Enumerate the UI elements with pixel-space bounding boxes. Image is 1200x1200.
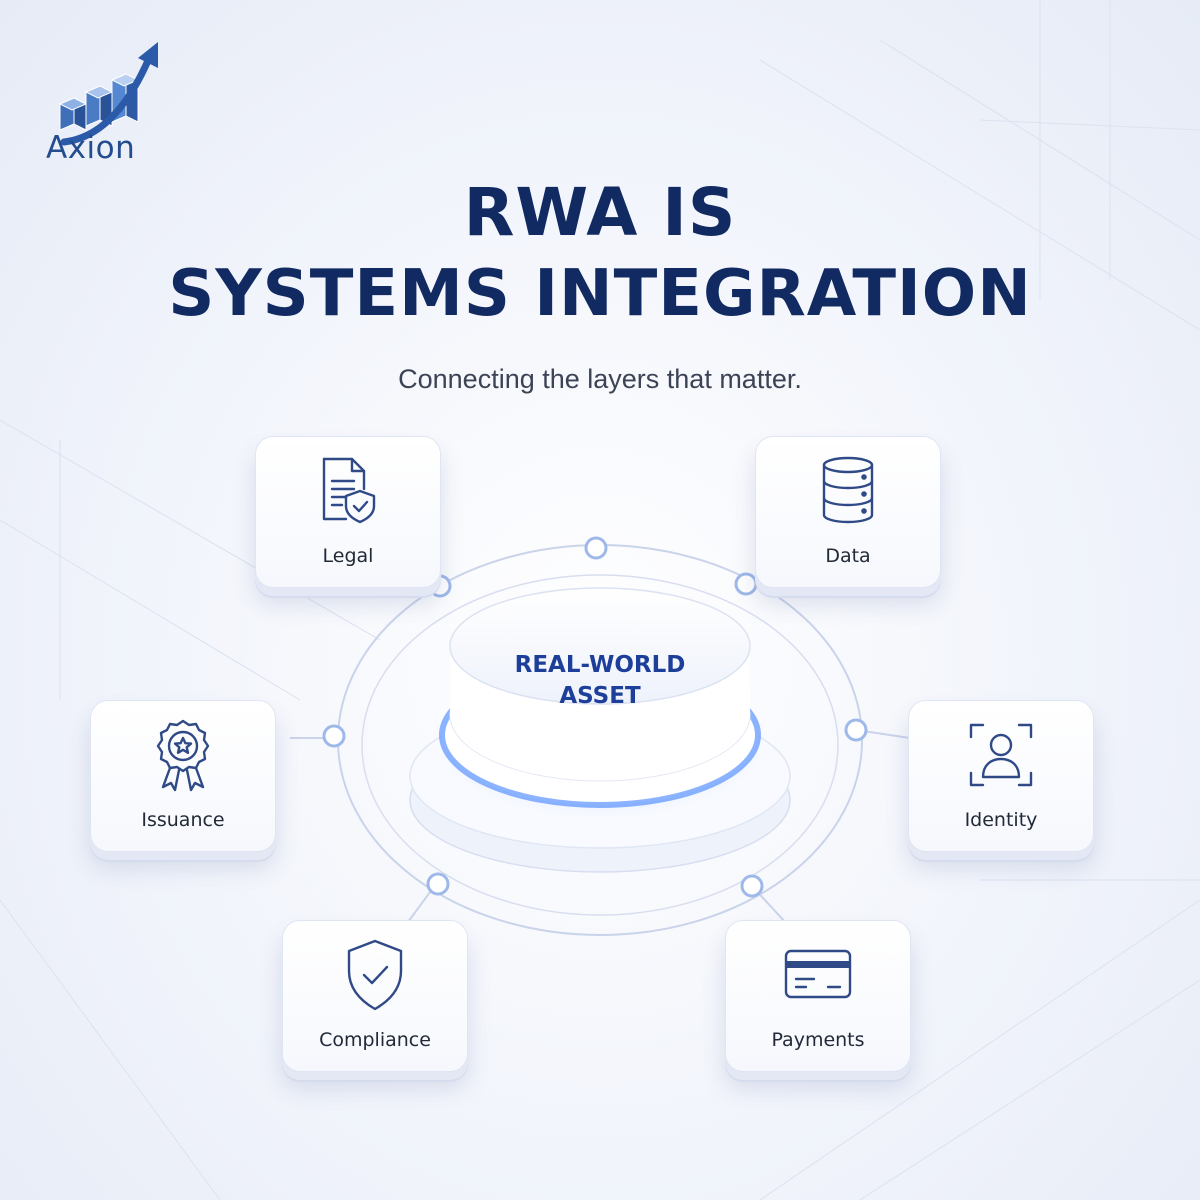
headline-line-2: SYSTEMS INTEGRATION [168,257,1032,331]
database-icon [822,456,874,524]
connector-node [844,718,868,742]
node-label: Payments [771,1029,865,1051]
node-label: Issuance [141,809,225,831]
credit-card-icon [784,949,852,999]
center-label-line-1: REAL-WORLD [514,652,686,678]
axion-logo-icon [58,42,158,146]
node-compliance[interactable]: Compliance [282,920,468,1072]
connector-node [584,536,608,560]
node-label: Identity [964,809,1038,831]
node-legal[interactable]: Legal [255,436,441,588]
connector-node [740,874,764,898]
node-label: Data [825,545,871,567]
connector-node [426,872,450,896]
node-label: Compliance [319,1029,431,1051]
center-label-line-2: ASSET [559,683,641,710]
subtitle: Connecting the layers that matter. [398,364,802,394]
node-payments[interactable]: Payments [725,920,911,1072]
real-world-asset-label: REAL-WORLD ASSET [445,650,755,712]
inner-orbit-ring [361,574,839,916]
connector-node [322,724,346,748]
brand-name: Axion [46,130,136,166]
connector-node [734,572,758,596]
headline-line-1: RWA IS [463,174,737,251]
central-hub [409,587,791,873]
node-data[interactable]: Data [755,436,941,588]
user-scan-icon [969,723,1033,787]
shield-check-icon [347,939,403,1011]
node-issuance[interactable]: Issuance [90,700,276,852]
document-shield-icon [322,457,376,524]
node-identity[interactable]: Identity [908,700,1094,852]
node-label: Legal [322,545,374,567]
award-ribbon-icon [156,719,210,792]
